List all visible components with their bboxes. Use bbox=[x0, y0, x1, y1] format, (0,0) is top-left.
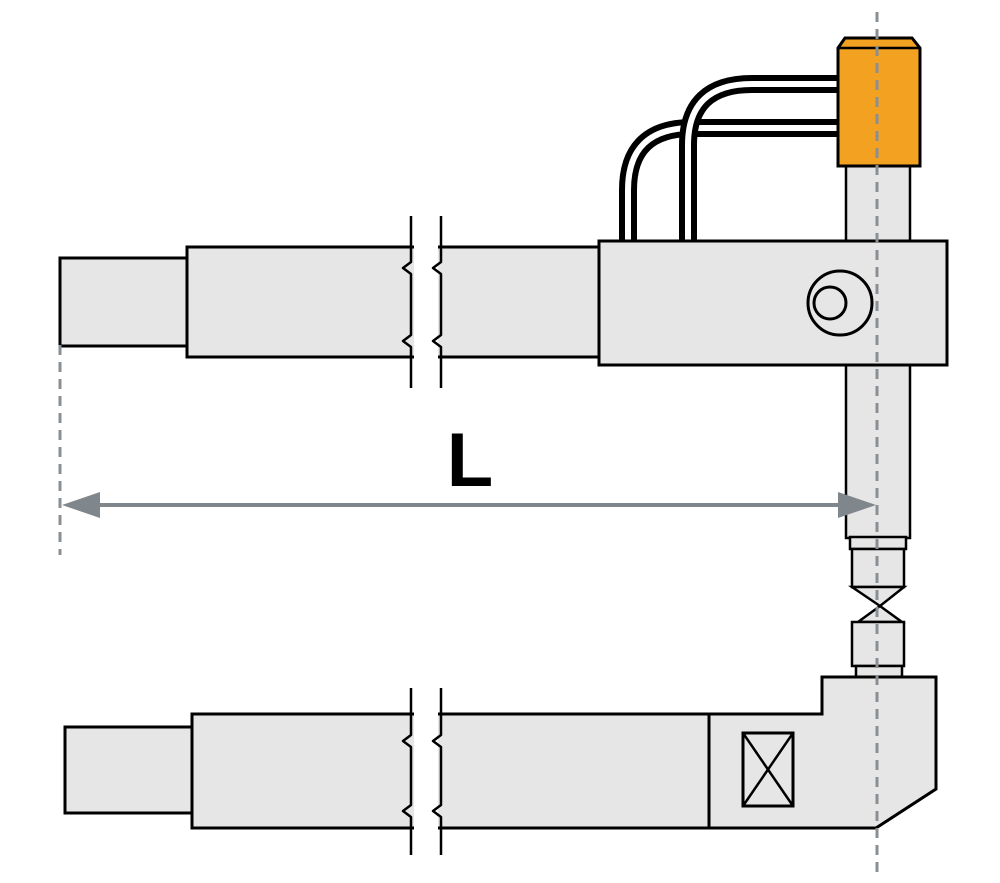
circle-bolt-icon bbox=[806, 269, 874, 337]
coolant-hose-inner-highlight bbox=[685, 81, 840, 243]
lower-arm-break-mark bbox=[401, 688, 443, 855]
coolant-hose-inner bbox=[679, 75, 840, 243]
lower-arm-tube bbox=[190, 712, 712, 830]
upper-arm-tube bbox=[185, 245, 602, 359]
orange-cap-body bbox=[836, 36, 922, 168]
upper-clamp-body bbox=[597, 239, 949, 367]
dimension-arrow-left bbox=[62, 492, 100, 518]
lower-arm-tip bbox=[63, 725, 195, 815]
upper-arm-tip bbox=[58, 256, 190, 348]
upper-clamp-block bbox=[597, 239, 949, 367]
coolant-hose-outer bbox=[619, 119, 840, 243]
dimension-l: L bbox=[62, 418, 876, 518]
dimension-arrow-right bbox=[838, 492, 876, 518]
orange-cap bbox=[836, 36, 922, 168]
upper-arm-break-mark bbox=[401, 216, 443, 388]
square-cross-icon bbox=[741, 731, 795, 808]
coolant-hose-outer-highlight bbox=[625, 125, 840, 243]
dimension-label: L bbox=[447, 418, 493, 503]
coolant-hoses bbox=[619, 75, 840, 243]
lower-arm bbox=[63, 675, 938, 855]
upper-arm bbox=[58, 216, 602, 388]
